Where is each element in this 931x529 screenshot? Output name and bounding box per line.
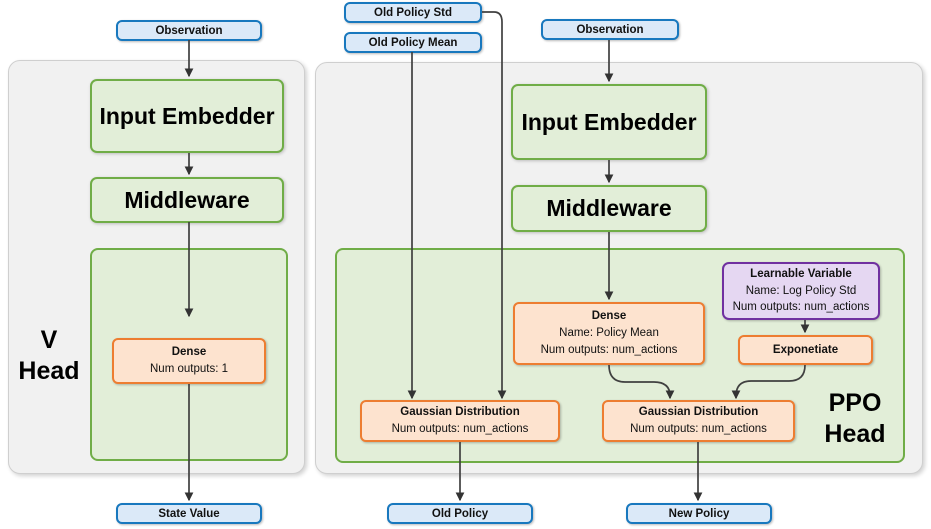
ppo-dense-num-outputs: Num outputs: num_actions bbox=[540, 343, 678, 356]
gaussian-distribution-new[interactable]: Gaussian Distribution Num outputs: num_a… bbox=[602, 400, 795, 442]
v-head-label: V Head bbox=[10, 325, 88, 388]
ppo-dense-policy-mean[interactable]: Dense Name: Policy Mean Num outputs: num… bbox=[513, 302, 705, 365]
output-old-policy[interactable]: Old Policy bbox=[387, 503, 533, 524]
v-dense-num-outputs: Num outputs: 1 bbox=[150, 363, 228, 375]
v-middleware-label: Middleware bbox=[124, 186, 250, 213]
ppo-dense-title: Dense bbox=[591, 310, 627, 323]
ppo-head-label: PPO Head bbox=[812, 388, 898, 451]
learnable-variable-log-policy-std[interactable]: Learnable Variable Name: Log Policy Std … bbox=[722, 262, 880, 320]
learnable-variable-title: Learnable Variable bbox=[750, 267, 852, 280]
input-observation-ppo[interactable]: Observation bbox=[541, 19, 679, 40]
v-dense[interactable]: Dense Num outputs: 1 bbox=[112, 338, 266, 384]
gaussian-old-num-outputs: Num outputs: num_actions bbox=[391, 423, 529, 435]
v-head-label-line1: V bbox=[40, 326, 58, 354]
input-old-policy-mean-label: Old Policy Mean bbox=[368, 36, 458, 49]
exponetiate-title: Exponetiate bbox=[772, 343, 839, 356]
input-old-policy-std-label: Old Policy Std bbox=[374, 6, 452, 19]
learnable-variable-num-outputs: Num outputs: num_actions bbox=[732, 301, 870, 314]
gaussian-old-title: Gaussian Distribution bbox=[400, 406, 520, 419]
input-observation-v[interactable]: Observation bbox=[116, 20, 262, 41]
ppo-head-label-line1: PPO bbox=[828, 389, 882, 417]
input-observation-ppo-label: Observation bbox=[576, 23, 644, 36]
ppo-middleware-label: Middleware bbox=[546, 195, 672, 221]
output-old-policy-label: Old Policy bbox=[431, 507, 489, 520]
output-new-policy-label: New Policy bbox=[668, 507, 730, 520]
exponetiate[interactable]: Exponetiate bbox=[738, 335, 873, 365]
v-input-embedder-label: Input Embedder bbox=[99, 102, 275, 129]
ppo-dense-name: Name: Policy Mean bbox=[559, 327, 659, 340]
input-observation-v-label: Observation bbox=[155, 24, 223, 37]
ppo-input-embedder-label: Input Embedder bbox=[521, 108, 697, 135]
v-dense-title: Dense bbox=[171, 346, 207, 359]
ppo-middleware[interactable]: Middleware bbox=[511, 185, 707, 232]
input-old-policy-mean[interactable]: Old Policy Mean bbox=[344, 32, 482, 53]
input-old-policy-std[interactable]: Old Policy Std bbox=[344, 2, 482, 23]
gaussian-new-num-outputs: Num outputs: num_actions bbox=[630, 423, 767, 435]
ppo-input-embedder[interactable]: Input Embedder bbox=[511, 84, 707, 160]
learnable-variable-name: Name: Log Policy Std bbox=[745, 284, 857, 297]
v-middleware[interactable]: Middleware bbox=[90, 177, 284, 223]
ppo-head-label-line2: Head bbox=[824, 420, 886, 449]
gaussian-new-title: Gaussian Distribution bbox=[638, 406, 759, 419]
gaussian-distribution-old[interactable]: Gaussian Distribution Num outputs: num_a… bbox=[360, 400, 560, 442]
output-state-value[interactable]: State Value bbox=[116, 503, 262, 524]
v-head-label-line2: Head bbox=[18, 357, 80, 386]
v-input-embedder[interactable]: Input Embedder bbox=[90, 79, 284, 153]
output-state-value-label: State Value bbox=[158, 507, 220, 520]
output-new-policy[interactable]: New Policy bbox=[626, 503, 772, 524]
